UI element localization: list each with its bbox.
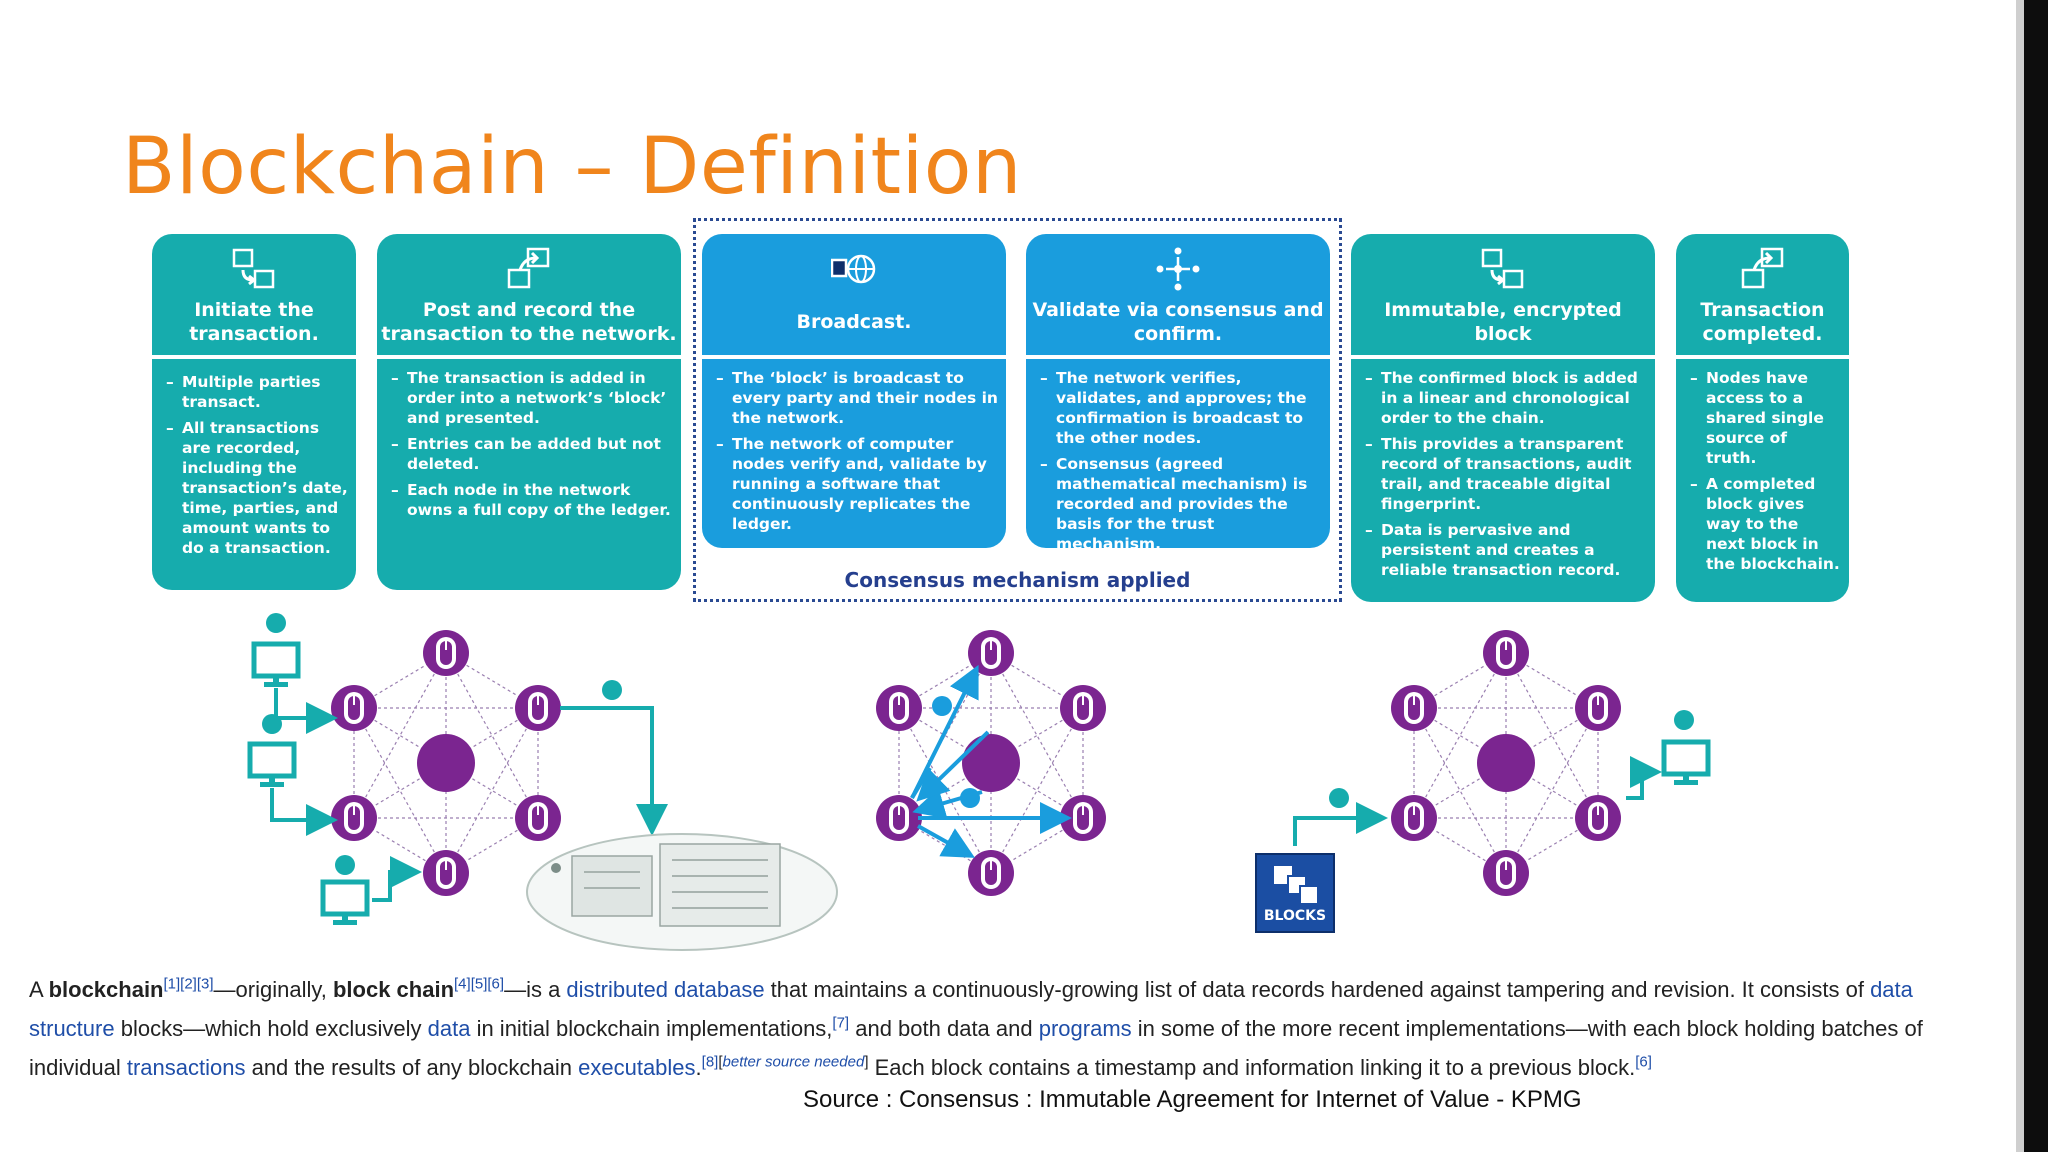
window-edge [2016, 0, 2024, 1152]
text-run: in some of the more recent implementatio… [29, 1016, 1923, 1080]
upload-icon [1741, 247, 1783, 289]
user-person-icon [250, 613, 422, 925]
step-point: Data is pervasive and persistent and cre… [1365, 520, 1647, 580]
exchange-icon [232, 248, 275, 289]
step-point: The network of computer nodes verify and… [716, 434, 998, 534]
text-run: and the results of any blockchain [245, 1055, 579, 1080]
card-divider [702, 355, 1006, 359]
step-point: This provides a transparent record of tr… [1365, 434, 1647, 514]
step-title: Transaction completed. [1700, 299, 1825, 345]
step-card-post-record: Post and record the transaction to the n… [377, 234, 681, 590]
blocks-label: BLOCKS [1264, 908, 1326, 924]
text-run: . [695, 1055, 702, 1080]
better-source-needed-link[interactable]: better source needed [722, 1053, 865, 1071]
link-transactions[interactable]: transactions [126, 1055, 246, 1080]
step-title: Immutable, encrypted block [1384, 299, 1622, 345]
step-point: A completed block gives way to the next … [1690, 474, 1841, 574]
link-data-structure[interactable]: data structure [29, 977, 1913, 1041]
network-initiate [331, 630, 561, 896]
text-run: in initial blockchain implementations, [470, 1016, 833, 1041]
text-run: Each block contains a timestamp and info… [868, 1055, 1636, 1080]
citation-bracket: [ [718, 1053, 723, 1071]
term-block-chain: block chain [332, 977, 455, 1002]
step-point: The confirmed block is added in a linear… [1365, 368, 1647, 428]
reference-link[interactable]: [7] [832, 1014, 850, 1032]
card-divider [1351, 355, 1655, 359]
transaction-dot [602, 680, 622, 700]
step-point: Nodes have access to a shared single sou… [1690, 368, 1841, 468]
text-run: that maintains a continuously-growing li… [764, 977, 1871, 1002]
window-scrollbar[interactable] [2024, 0, 2048, 1152]
link-programs[interactable]: programs [1038, 1016, 1132, 1041]
step-title: Broadcast. [796, 311, 912, 333]
card-divider [377, 355, 681, 359]
step-point: Multiple parties transact. [166, 372, 348, 412]
link-distributed-database[interactable]: distributed database [566, 977, 765, 1002]
step-card-broadcast: Broadcast. The ‘block’ is broadcast to e… [702, 234, 1006, 548]
text-run: —is a [504, 977, 567, 1002]
text-run: and both data and [849, 1016, 1039, 1041]
blocks-badge: BLOCKS [1255, 853, 1335, 933]
card-divider [1676, 355, 1849, 359]
step-point: Entries can be added but not deleted. [391, 434, 673, 474]
step-point: The transaction is added in order into a… [391, 368, 673, 428]
source-citation: Source : Consensus : Immutable Agreement… [803, 1086, 1582, 1113]
network-broadcast [876, 630, 1106, 896]
ledger-server-illustration [526, 833, 838, 951]
step-card-completed: Transaction completed. Nodes have access… [1676, 234, 1849, 602]
consensus-label: Consensus mechanism applied [844, 568, 1191, 592]
consensus-icon [1156, 247, 1200, 291]
text-run: blocks—which hold exclusively [114, 1016, 428, 1041]
step-point: All transactions are recorded, including… [166, 418, 348, 558]
network-diagrams: BLOCKS [0, 613, 2048, 951]
consensus-region [693, 218, 1342, 602]
link-executables[interactable]: executables [578, 1055, 696, 1080]
term-blockchain: blockchain [48, 977, 164, 1002]
recipient-user-icon [1626, 710, 1708, 800]
step-point: The network verifies, validates, and app… [1040, 368, 1322, 448]
step-card-immutable: Immutable, encrypted block The confirmed… [1351, 234, 1655, 602]
upload-icon [507, 247, 550, 289]
step-title: Initiate the transaction. [189, 299, 319, 345]
slide-title: Blockchain – Definition [122, 122, 1022, 212]
network-completed [1391, 630, 1621, 896]
step-point: Consensus (agreed mathematical mechanism… [1040, 454, 1322, 548]
reference-link[interactable]: [1][2][3] [163, 975, 214, 993]
card-divider [1026, 355, 1330, 359]
text-run: —originally, [213, 977, 333, 1002]
step-card-validate: Validate via consensus and confirm. The … [1026, 234, 1330, 548]
exchange-icon [1481, 248, 1524, 289]
step-title: Validate via consensus and confirm. [1032, 299, 1324, 345]
text-run: A [29, 977, 49, 1002]
citation-bracket: ] [864, 1053, 869, 1071]
broadcast-arrows [910, 664, 1072, 858]
step-title: Post and record the transaction to the n… [381, 299, 677, 345]
link-data[interactable]: data [427, 1016, 471, 1041]
step-card-initiate: Initiate the transaction. Multiple parti… [152, 234, 356, 590]
reference-link[interactable]: [4][5][6] [454, 975, 505, 993]
card-divider [152, 355, 356, 359]
broadcast-globe-icon [831, 254, 876, 284]
reference-link[interactable]: [6] [1635, 1053, 1652, 1071]
definition-paragraph: A blockchain[1][2][3]—originally, block … [29, 970, 2004, 1087]
reference-link[interactable]: [8] [701, 1053, 719, 1071]
step-point: Each node in the network owns a full cop… [391, 480, 673, 520]
step-point: The ‘block’ is broadcast to every party … [716, 368, 998, 428]
